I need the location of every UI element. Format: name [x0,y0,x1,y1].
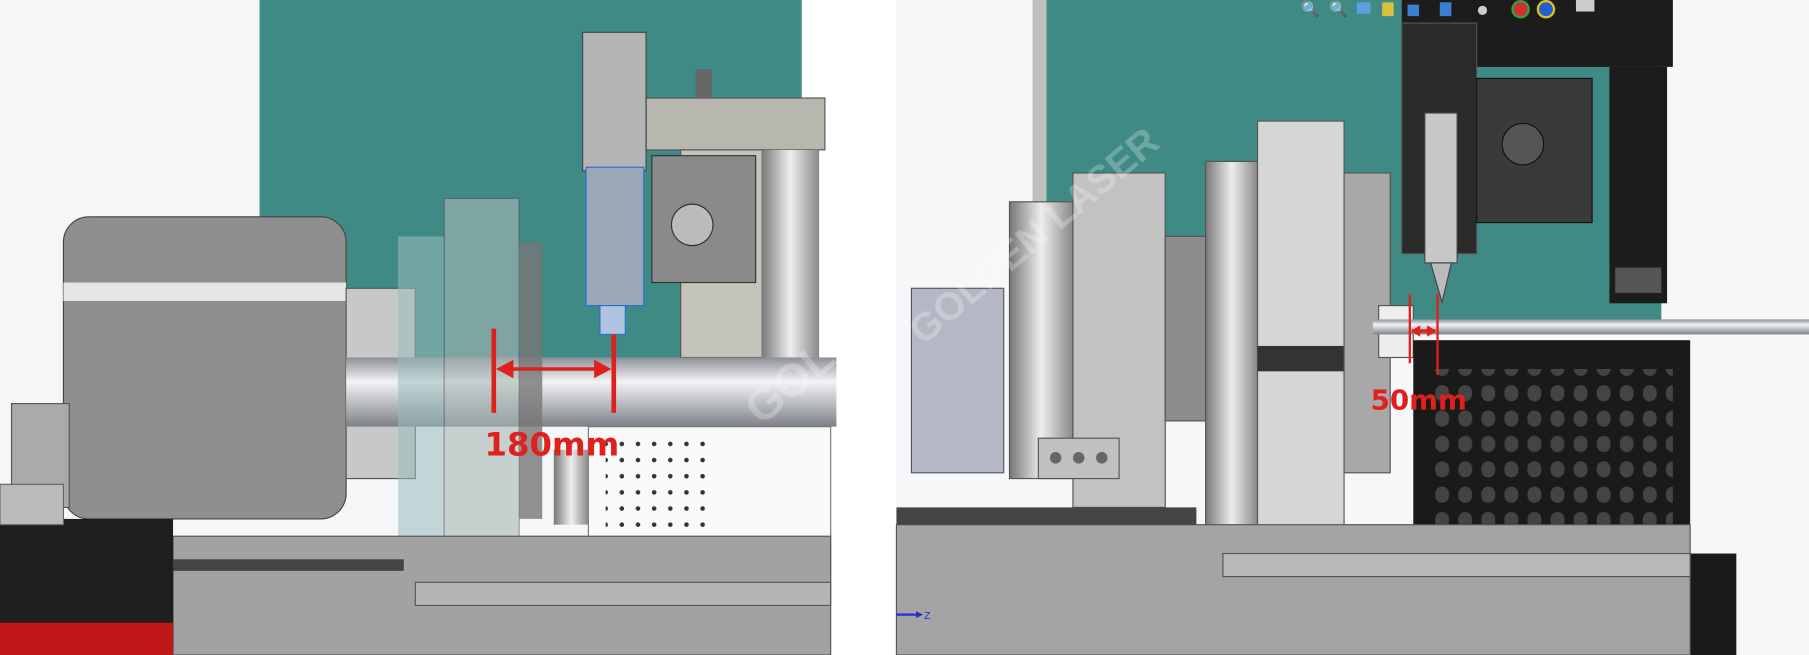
machine-bed-right [895,524,1691,655]
laser-head-optics [585,166,645,307]
bolt-2 [1072,452,1085,464]
side-column [1609,66,1668,304]
dimension-50mm: 50mm [1371,294,1467,416]
spindle-motor-box [62,216,347,520]
arrowhead-left-icon [1410,325,1421,337]
axis-triad: Z [896,611,931,622]
gas-connector [695,69,712,99]
rotate-icon[interactable] [1356,2,1371,14]
chuck-body [443,197,520,597]
side-block [1690,553,1737,655]
view-orientation-icon[interactable] [1407,4,1420,17]
laser-head-body [582,31,647,172]
chuck-band [1257,345,1345,372]
laser-head-right [1424,112,1458,264]
hide-show-icon[interactable] [1477,5,1488,15]
motor-stripe [63,282,347,301]
laser-nozzle-right [1429,262,1453,305]
chuck-jaw-plate [519,242,543,519]
z-arrowhead-icon [916,611,923,619]
dimension-label-50: 50mm [1371,383,1467,416]
front-chuck-ring [1205,160,1259,578]
rear-chuck-bracket [910,287,1005,474]
bed-ledge-right [1222,552,1691,578]
left-bracket [0,483,65,526]
bolt-1 [1049,452,1062,464]
chuck-guard [398,236,445,571]
display-style-icon[interactable] [1439,2,1452,17]
cad-view-toolbar: 🔍 🔍 [1301,0,1595,19]
right-view: 🔍 🔍 [895,0,1809,655]
linear-rail-right [896,507,1197,525]
workpiece-tube-right [1372,319,1809,335]
arrowhead-right-icon [594,359,612,379]
gantry-beam [645,97,826,151]
laser-nozzle [599,305,626,335]
hood-vent-slots [1430,369,1673,548]
monitor-icon[interactable] [1575,0,1595,12]
dimension-180mm: 180mm [485,328,620,464]
linear-rail [173,559,404,571]
chuck-hub [1164,235,1207,422]
arrowhead-left-icon [496,359,514,379]
scene-icon[interactable] [1536,0,1556,19]
view-divider [871,0,897,655]
carriage-motor [670,203,714,247]
rail-column [761,149,820,358]
cabinet-red-stripe [0,622,174,655]
appearance-icon[interactable] [1511,0,1530,19]
dimension-label-180: 180mm [485,426,620,464]
carriage-bearing [1501,122,1545,166]
support-roller [553,449,589,525]
z-axis-label: Z [924,611,931,622]
bolt-3 [1096,452,1108,464]
arrowhead-right-icon [1427,325,1437,337]
bed-ledge [414,581,832,606]
section-view-icon[interactable] [1382,2,1394,17]
rear-chuck-flange [1008,201,1074,480]
column-window [1615,267,1662,293]
left-view: 180mm GOLDEN LASER [0,0,872,655]
zoom-out-icon[interactable]: 🔍 [1329,0,1348,18]
zoom-in-icon[interactable]: 🔍 [1301,0,1320,18]
